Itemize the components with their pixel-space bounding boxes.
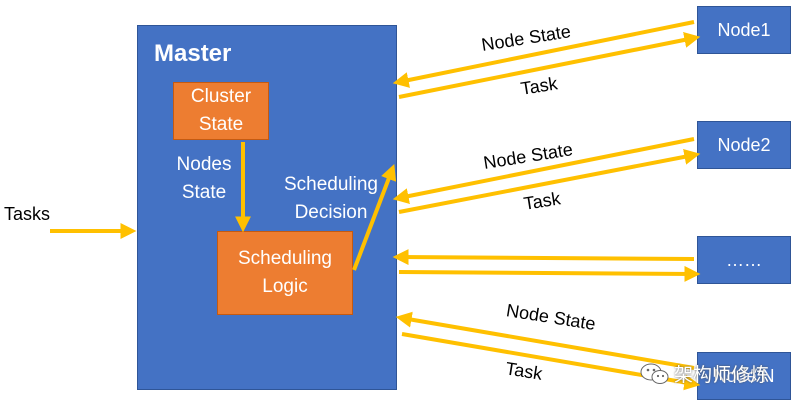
arrow-logic-to-decision (352, 164, 397, 271)
node2-box: Node2 (697, 121, 791, 169)
nodes-state-label: Nodes State (169, 151, 239, 207)
node-state-label-2: Node State (482, 139, 574, 173)
arrow-task-dots (398, 265, 701, 282)
task-label-2: Task (522, 188, 563, 214)
cluster-state-line1: Cluster (190, 86, 252, 107)
arrow-node1-state (392, 20, 695, 88)
arrow-task-node2 (398, 148, 701, 214)
scheduling-decision-line1: Scheduling (283, 174, 379, 195)
arrow-node2-state (392, 137, 695, 204)
task-label-3: Task (504, 358, 545, 384)
master-title: Master (154, 40, 232, 67)
cluster-state-box: Cluster State (173, 82, 269, 140)
cluster-state-line2: State (198, 114, 244, 135)
wechat-icon (640, 363, 669, 384)
node-state-label-3: Node State (505, 300, 597, 334)
node1-box: Node1 (697, 6, 791, 54)
tasks-label: Tasks (4, 204, 51, 224)
node-n-box: Node N (697, 352, 791, 400)
arrow-dots-state (392, 249, 695, 266)
scheduling-logic-box: Scheduling Logic (217, 231, 353, 315)
scheduling-decision-label: Scheduling Decision (276, 171, 386, 227)
nodes-state-line2: State (181, 182, 227, 203)
watermark-text: 架构师修炼 (674, 365, 770, 386)
node-ellipsis-box: …… (697, 236, 791, 284)
nodes-state-line1: Nodes (176, 154, 232, 175)
watermark: 架构师修炼 (640, 360, 769, 387)
scheduling-decision-line2: Decision (294, 202, 368, 223)
arrow-noden-state (395, 311, 695, 370)
task-label-1: Task (519, 73, 560, 99)
scheduling-logic-line2: Logic (262, 276, 308, 297)
arrow-task-node1 (398, 32, 701, 99)
scheduling-logic-line1: Scheduling (237, 248, 333, 269)
